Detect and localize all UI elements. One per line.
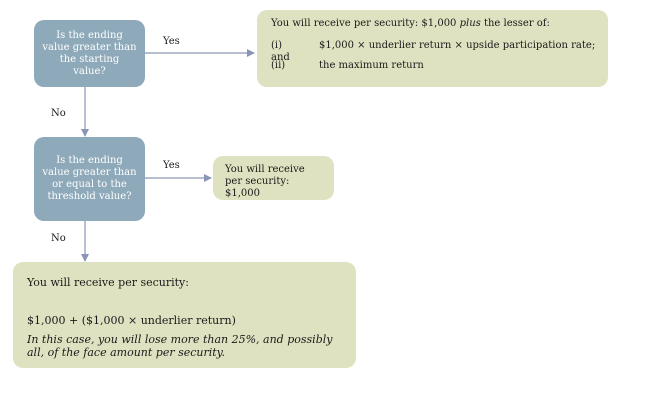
result-box-downside: You will receive per security: $1,000 + … (13, 262, 356, 368)
result-warning: In this case, you will lose more than 25… (27, 333, 333, 359)
result-text: You will receive per security: $1,000 (225, 164, 305, 199)
result-box-upside: You will receive per security: $1,000 pl… (257, 10, 608, 87)
question-text: Is the ending value greater than or equa… (42, 155, 137, 202)
no-label: No (51, 108, 66, 119)
question-box-ending-vs-threshold: Is the ending value greater than or equa… (34, 137, 145, 221)
result-heading: You will receive per security: (27, 276, 189, 289)
question-box-ending-vs-starting: Is the ending value greater than the sta… (34, 20, 145, 87)
result-box-face-amount: You will receive per security: $1,000 (213, 156, 334, 200)
yes-label: Yes (163, 36, 180, 47)
result-heading: You will receive per security: $1,000 pl… (271, 18, 550, 29)
list-item: (ii)the maximum return (271, 60, 424, 71)
result-formula: $1,000 + ($1,000 × underlier return) (27, 314, 236, 327)
yes-label: Yes (163, 160, 180, 171)
list-item: (i)$1,000 × underlier return × upside pa… (271, 40, 596, 63)
question-text: Is the ending value greater than the sta… (42, 29, 137, 77)
no-label: No (51, 233, 66, 244)
